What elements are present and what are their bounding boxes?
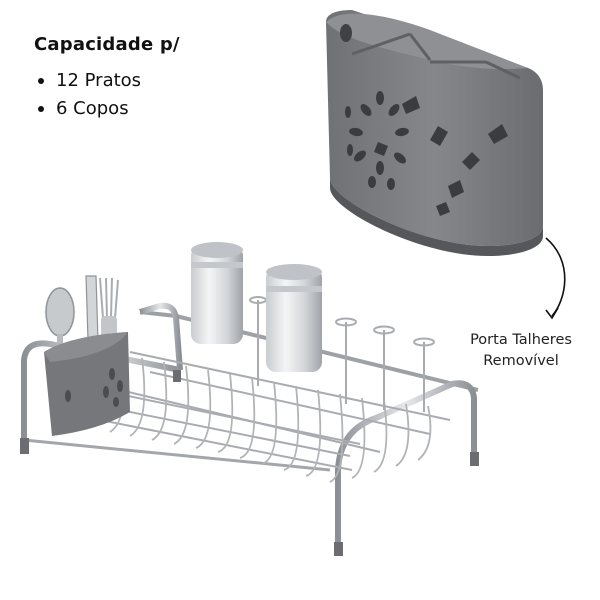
glass-left <box>191 242 243 344</box>
arrow-curve <box>545 237 566 317</box>
cutlery-caddy-large <box>326 10 543 256</box>
bullet-icon <box>38 78 44 84</box>
caption-line-2: Removível <box>483 353 559 369</box>
capacity-glasses: 6 Copos <box>56 98 129 119</box>
capacity-block: Capacidade p/ 12 Pratos 6 Copos <box>34 34 180 123</box>
capacity-list: 12 Pratos 6 Copos <box>34 67 180 123</box>
list-item: 12 Pratos <box>34 67 180 95</box>
capacity-title: Capacidade p/ <box>34 34 180 55</box>
capacity-plates: 12 Pratos <box>56 70 142 91</box>
caddy-caption: Porta Talheres Removível <box>446 330 596 372</box>
arrow-head-icon <box>545 307 559 320</box>
glass-right <box>266 264 322 372</box>
bullet-icon <box>38 106 44 112</box>
list-item: 6 Copos <box>34 95 180 123</box>
caption-line-1: Porta Talheres <box>470 332 572 348</box>
cutlery-caddy-small <box>44 275 130 436</box>
